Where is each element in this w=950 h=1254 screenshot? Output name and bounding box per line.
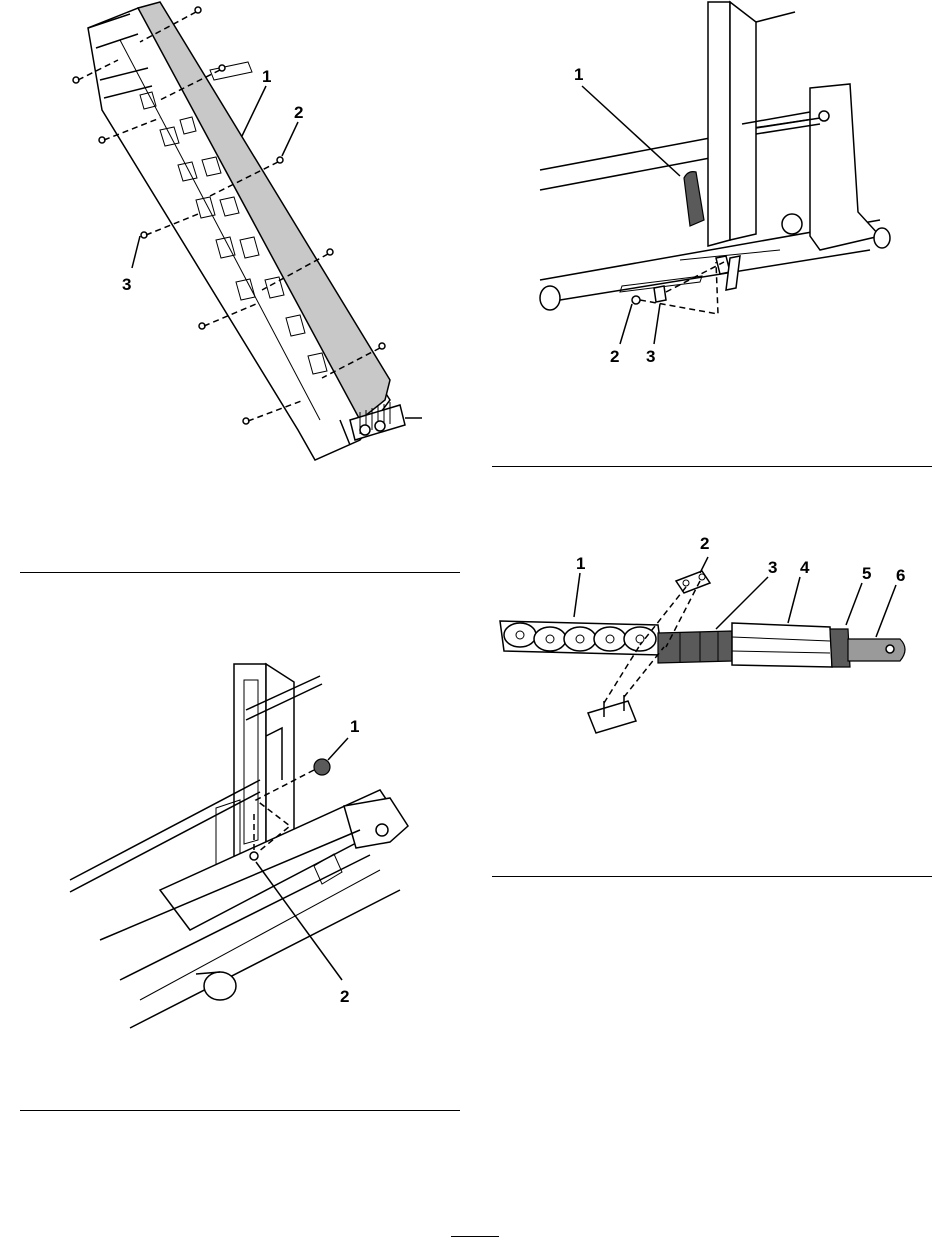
- link-plate-top: [676, 571, 710, 593]
- bracket-nut-illustration: 1 2: [60, 640, 460, 1040]
- figure-boom-guard: 1 2 3: [60, 0, 460, 470]
- callout-2: 2: [294, 103, 303, 122]
- callout-5: 5: [862, 564, 871, 583]
- chain-link-illustration: 1 2 3 4 5 6: [500, 525, 920, 765]
- separator-rule: [20, 572, 460, 573]
- adjuster-body: [732, 623, 832, 667]
- callout-2: 2: [610, 347, 619, 366]
- callout-2: 2: [700, 534, 709, 553]
- separator-rule: [20, 1110, 460, 1111]
- separator-rule: [492, 876, 932, 877]
- callout-1: 1: [350, 717, 359, 736]
- footer-rule: [451, 1236, 499, 1237]
- nut-icon: [314, 759, 330, 775]
- callout-6: 6: [896, 566, 905, 585]
- clevis-end: [848, 639, 905, 661]
- callout-3: 3: [768, 558, 777, 577]
- callout-4: 4: [800, 558, 810, 577]
- link-plate-bottom: [588, 701, 636, 733]
- separator-rule: [492, 466, 932, 467]
- boom-guard-illustration: 1 2 3: [60, 0, 460, 470]
- washer-icon: [250, 852, 258, 860]
- clip-icon: [654, 286, 666, 302]
- callout-3: 3: [646, 347, 655, 366]
- figure-bracket-nut: 1 2: [60, 640, 460, 1040]
- callout-1: 1: [574, 65, 583, 84]
- nut-icon: [632, 296, 640, 304]
- figure-chain-link: 1 2 3 4 5 6: [500, 525, 920, 765]
- callout-2: 2: [340, 987, 349, 1006]
- figure-bracket-mount: 1 2 3: [520, 0, 920, 370]
- callout-1: 1: [262, 67, 271, 86]
- callout-3: 3: [122, 275, 131, 294]
- bracket-mount-illustration: 1 2 3: [520, 0, 920, 370]
- callout-1: 1: [576, 554, 585, 573]
- threaded-rod: [658, 631, 732, 663]
- jam-nut: [830, 629, 850, 667]
